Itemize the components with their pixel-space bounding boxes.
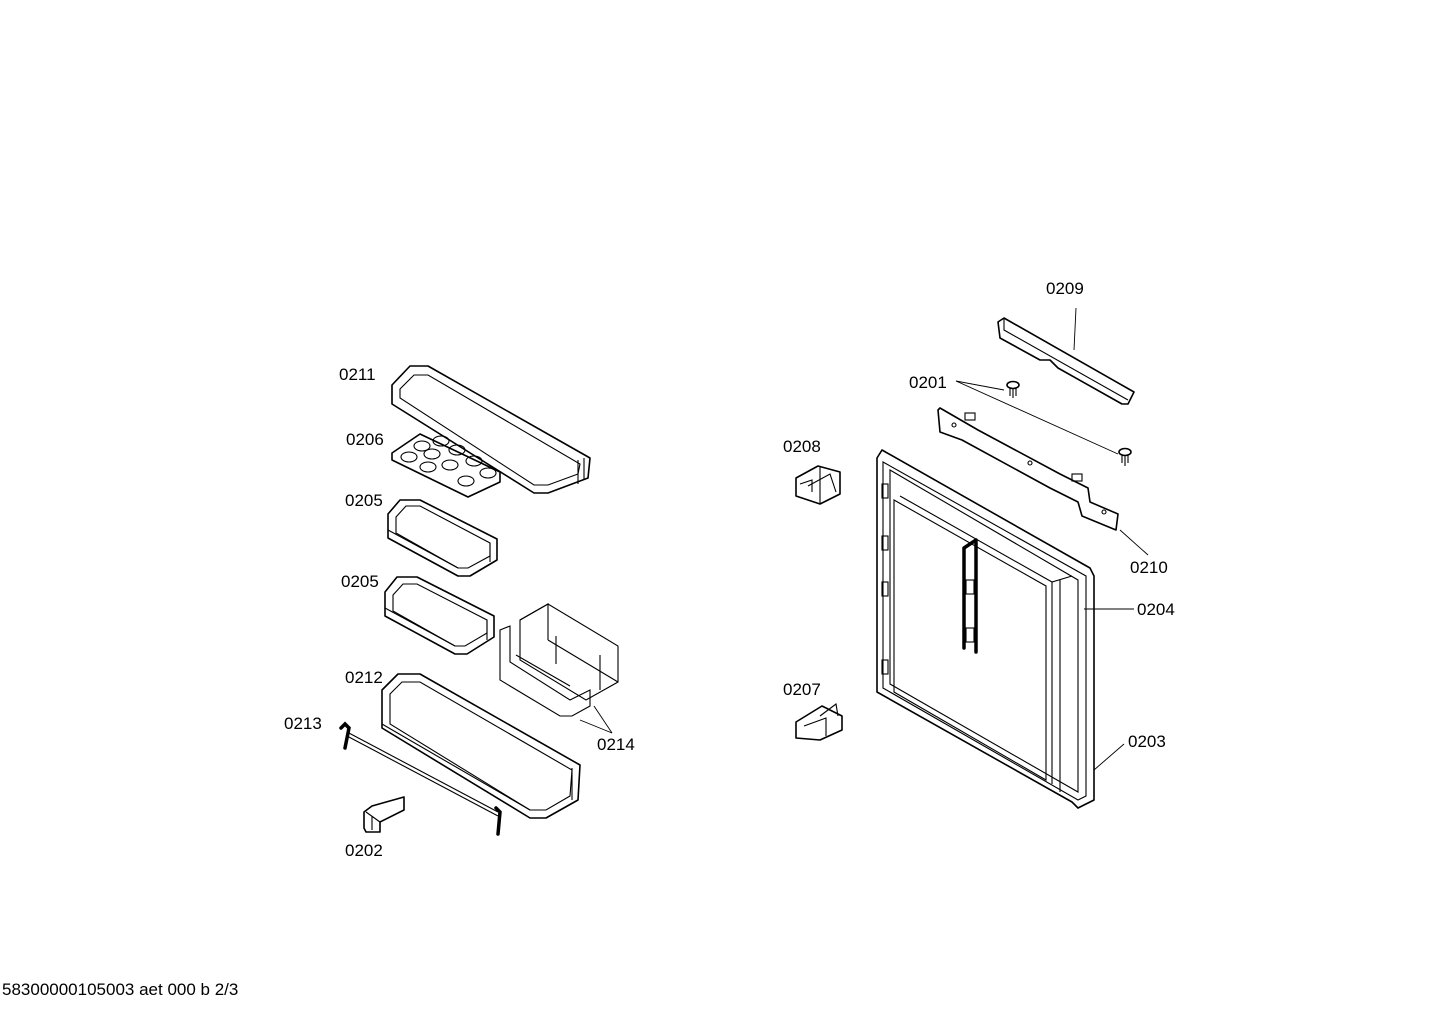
- label-0210: 0210: [1130, 558, 1168, 577]
- part-0201-screw-a: [1006, 380, 1020, 398]
- label-0208: 0208: [783, 437, 821, 456]
- leader-lines: [579, 307, 1149, 771]
- part-0213-retaining-bar: [339, 721, 502, 836]
- label-0205-upper: 0205: [345, 491, 383, 510]
- part-0201-screw-b: [1118, 447, 1132, 466]
- label-0205-lower: 0205: [341, 572, 379, 591]
- part-0210-hinge-plate: [937, 407, 1119, 531]
- part-0205-small-shelf-upper: [387, 499, 498, 577]
- label-0213: 0213: [284, 714, 322, 733]
- part-0206-egg-tray: [391, 433, 501, 498]
- label-0207: 0207: [783, 680, 821, 699]
- label-0209: 0209: [1046, 279, 1084, 298]
- part-0207-hinge-bracket: [795, 703, 843, 741]
- part-0204-door-panel: [876, 449, 1095, 809]
- part-0205-small-shelf-lower: [384, 576, 495, 655]
- part-0214-bottle-holder: [499, 603, 619, 717]
- label-0206: 0206: [346, 430, 384, 449]
- part-0208-hinge-bracket: [795, 465, 841, 505]
- part-0211-door-shelf: [391, 365, 591, 494]
- label-0211: 0211: [339, 365, 376, 384]
- part-0212-bottle-shelf: [381, 673, 581, 819]
- callout-labels: 0209 0201 0208 0210 0204 0207 0203 0211 …: [284, 279, 1175, 860]
- label-0214: 0214: [597, 735, 635, 754]
- label-0203: 0203: [1128, 732, 1166, 751]
- label-0201: 0201: [909, 373, 947, 392]
- part-0202-clip: [363, 796, 405, 833]
- label-0202: 0202: [345, 841, 383, 860]
- label-0212: 0212: [345, 668, 383, 687]
- label-0204: 0204: [1137, 600, 1175, 619]
- drawing-reference: 58300000105003 aet 000 b 2/3: [2, 980, 239, 999]
- part-0209-hinge-cover: [997, 317, 1135, 405]
